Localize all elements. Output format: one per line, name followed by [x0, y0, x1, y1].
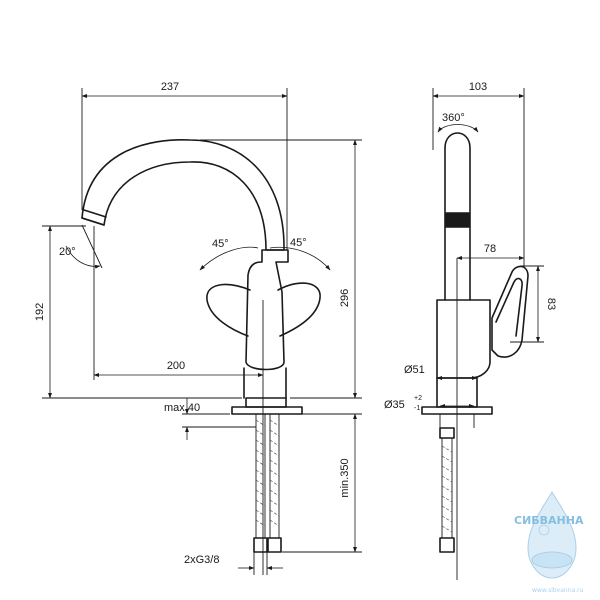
- base-plate: [231, 406, 303, 415]
- dim-192-label: 192: [34, 303, 46, 321]
- spout-angle-label: 20°: [59, 246, 76, 258]
- side-view: 103 360° 78 83 Ø51 Ø35 +2 -1: [384, 81, 557, 580]
- hole-diameter-label: Ø35: [384, 399, 405, 411]
- lever-ghost-left: [206, 283, 251, 337]
- spout-outline: [81, 139, 285, 251]
- sibvanna-watermark: СИБВАННА www.sibvanna.ru: [514, 491, 584, 594]
- lever-left-angle-label: 45°: [212, 238, 229, 250]
- base-diameter-label: Ø51: [404, 364, 425, 376]
- supply-hoses: [253, 413, 282, 553]
- faucet-body: [245, 249, 289, 371]
- bathtub-icon: [531, 551, 573, 569]
- dim-237-label: 237: [161, 81, 179, 93]
- dim-83-label: 83: [545, 298, 557, 310]
- connections-label: 2xG3/8: [184, 554, 219, 566]
- dim-103-label: 103: [469, 81, 487, 93]
- spout-aerator: [81, 217, 105, 226]
- lever-ghost-right: [277, 282, 321, 337]
- bubble-icon: [538, 524, 550, 536]
- spout-aerator-ring: [83, 209, 107, 218]
- rotation-label: 360°: [442, 112, 465, 124]
- min-length-label: min.350: [339, 458, 351, 497]
- watermark-url: www.sibvanna.ru: [532, 587, 584, 594]
- dim-200-label: 200: [167, 360, 185, 372]
- side-body: [436, 299, 491, 379]
- side-hose: [439, 427, 455, 553]
- dim-296-label: 296: [339, 289, 351, 307]
- watermark-brand: СИБВАННА: [514, 514, 584, 527]
- hole-tol-plus: +2: [414, 395, 422, 402]
- front-view: 237 20° 45° 45° 192 296 200 max.40: [34, 81, 362, 575]
- side-column: [444, 132, 471, 301]
- max-deck-label: max.40: [164, 402, 200, 414]
- lever-right-angle-label: 45°: [290, 237, 307, 249]
- dim-78-label: 78: [484, 243, 496, 255]
- side-aerator: [445, 212, 470, 228]
- hole-tol-minus: -1: [414, 405, 420, 412]
- side-lever: [491, 265, 529, 358]
